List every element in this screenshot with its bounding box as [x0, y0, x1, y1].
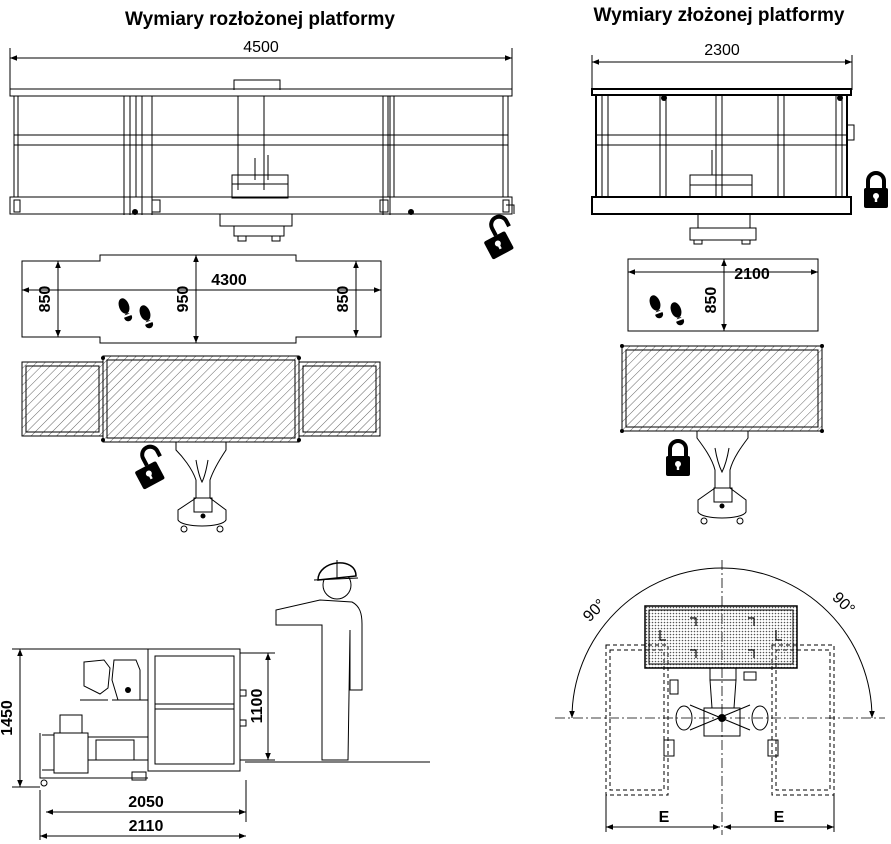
- unlock-icon: [476, 214, 519, 260]
- angle-left: 90°: [580, 596, 609, 625]
- lock-icon: [862, 171, 890, 210]
- dim-unfolded-right-depth: 850: [335, 286, 352, 313]
- dim-unfolded-center-depth: 950: [175, 286, 192, 313]
- folded-floor-schematic: 2100 850: [627, 258, 819, 332]
- dim-offset-left: E: [659, 809, 670, 826]
- side-view: 1450 1100 2050 2: [0, 648, 430, 840]
- folded-front-view: 2300: [591, 42, 855, 245]
- title-folded: Wymiary złożonej platformy: [594, 5, 845, 26]
- dim-length-inner: 2050: [128, 794, 164, 811]
- dim-offset-right: E: [774, 809, 785, 826]
- unfolded-top-view: [21, 355, 381, 533]
- dim-folded-floor-length: 2100: [734, 266, 770, 283]
- dim-folded-floor-depth: 850: [703, 287, 720, 314]
- footprints-icon: [647, 293, 687, 327]
- rotation-diagram: 90° 90°: [555, 560, 885, 835]
- dim-rail-height: 1100: [249, 689, 266, 724]
- dim-unfolded-width: 4500: [243, 39, 279, 56]
- unlock-icon: [127, 444, 170, 490]
- operator-figure: [275, 560, 363, 761]
- unfolded-front-view: 4500: [9, 39, 515, 242]
- footprints-icon: [116, 296, 156, 330]
- dim-unfolded-floor-length: 4300: [211, 272, 247, 289]
- angle-right: 90°: [829, 589, 858, 618]
- hard-hat-icon: [313, 560, 359, 581]
- title-unfolded: Wymiary rozłożonej platformy: [125, 9, 395, 30]
- unfolded-floor-schematic: 4300 850 950 850: [21, 254, 382, 344]
- dim-unfolded-left-depth: 850: [37, 286, 54, 313]
- lock-icon: [664, 439, 692, 478]
- dim-folded-width: 2300: [704, 42, 740, 59]
- dim-total-height: 1450: [0, 700, 16, 736]
- folded-top-view: [620, 344, 824, 525]
- dim-length-outer: 2110: [129, 818, 164, 835]
